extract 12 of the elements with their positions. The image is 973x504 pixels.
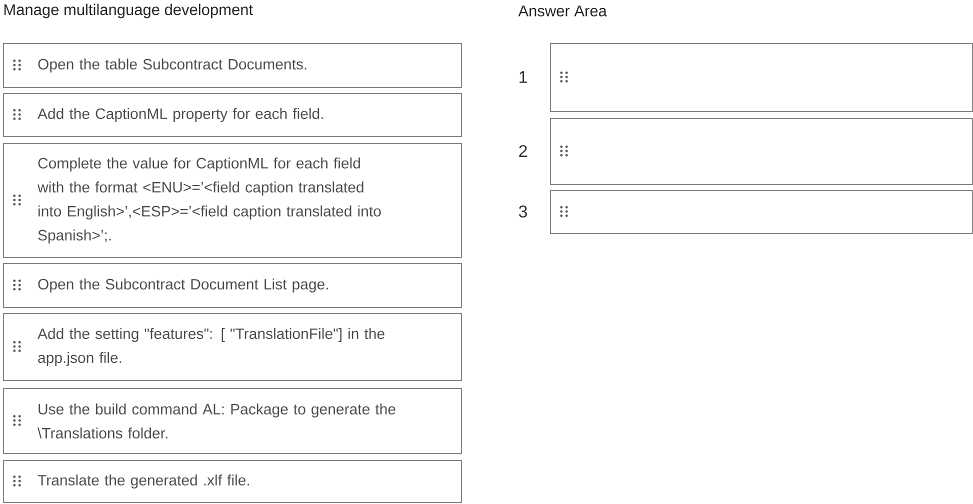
option-box: Open the Subcontract Document List page. <box>3 263 462 308</box>
option-box: Add the CaptionML property for each field. <box>3 93 462 137</box>
option-box: Use the build command AL: Package to generate the \Translations folder. <box>3 388 462 454</box>
step-number: 1 <box>520 71 527 83</box>
heading: Answer Area <box>518 6 607 16</box>
heading: Manage multilanguage development <box>4 4 253 18</box>
option-box: Translate the generated .xlf file. <box>3 460 462 503</box>
step-number: 2 <box>519 145 527 157</box>
step-number: 3 <box>518 205 527 218</box>
option-box: Open the table Subcontract Documents. <box>3 43 462 88</box>
option-box: Complete the value for CaptionML for each field with the format <ENU>=’<field caption translated into English>’,<ESP>=’<field caption translated into Spanish>’;. <box>3 143 462 258</box>
option-box: Add the setting "features": [ "TranslationFile"] in the app.json file. <box>3 313 462 381</box>
